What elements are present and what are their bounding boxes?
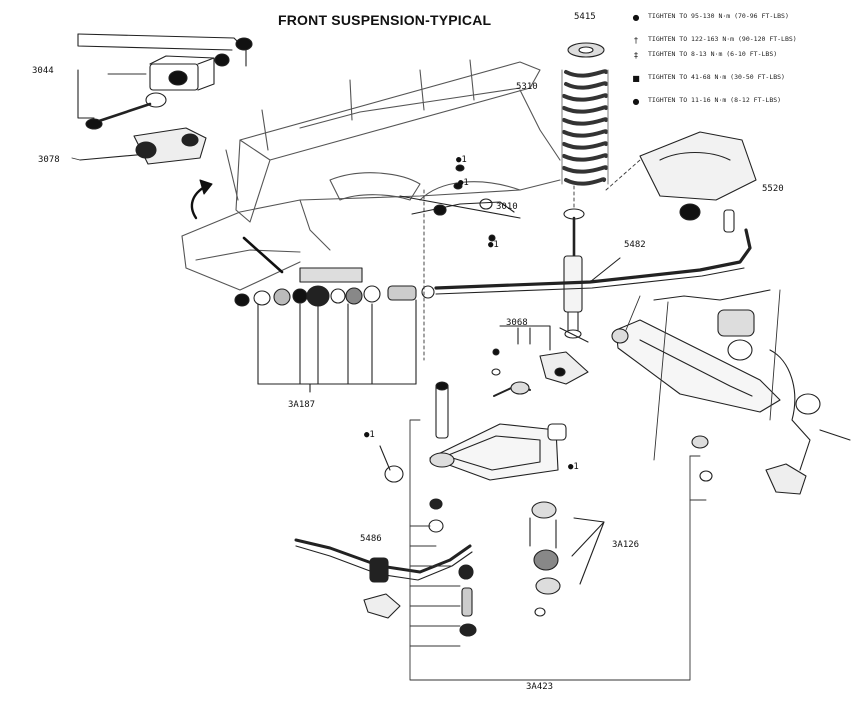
part-label-lower-arm: 3A423 bbox=[526, 682, 554, 692]
legend-text: TIGHTEN TO 41-68 N·m (30-50 FT-LBS) bbox=[648, 73, 785, 81]
legend-text: TIGHTEN TO 11-16 N·m (8-12 FT-LBS) bbox=[648, 96, 782, 104]
upper-control-arm-drawing bbox=[379, 325, 589, 483]
dagger-icon: † bbox=[634, 36, 638, 45]
double-dagger-icon: ‡ bbox=[634, 51, 638, 60]
torque-callout: ●1 bbox=[456, 155, 467, 165]
direction-arrow bbox=[190, 179, 284, 274]
diagram-title: FRONT SUSPENSION-TYPICAL bbox=[278, 12, 492, 28]
leader-lines bbox=[71, 73, 781, 681]
torque-callout: ●1 bbox=[488, 240, 499, 250]
bracket-3044-drawing bbox=[77, 33, 253, 130]
part-label-stabilizer-bar: 5482 bbox=[624, 240, 646, 250]
torque-callout: ●1 bbox=[458, 178, 469, 188]
part-label-ball-joint: 3A126 bbox=[612, 540, 640, 550]
part-label-stabilizer-link: 5486 bbox=[360, 534, 382, 544]
legend-item: † TIGHTEN TO 122-163 N·m (90-120 FT-LBS) bbox=[632, 35, 852, 49]
bracket-3078-drawing bbox=[79, 127, 207, 165]
part-label-bracket-upper: 3044 bbox=[32, 66, 54, 76]
lower-control-arm-drawing bbox=[611, 289, 851, 495]
torque-callout: ●1 bbox=[568, 462, 579, 472]
link-assembly-drawing bbox=[399, 164, 521, 242]
torque-legend: ● TIGHTEN TO 95-130 N·m (70-96 FT-LBS) †… bbox=[632, 12, 852, 119]
bracket-upper-right-drawing bbox=[639, 131, 757, 233]
legend-item: ● TIGHTEN TO 11-16 N·m (8-12 FT-LBS) bbox=[632, 96, 852, 118]
shock-absorber-drawing bbox=[559, 208, 589, 343]
part-label-upper-arm: 3068 bbox=[506, 318, 528, 328]
filled-dot-icon: ● bbox=[632, 13, 640, 22]
part-label-bumper: 5520 bbox=[762, 184, 784, 194]
bushing-row-drawing bbox=[234, 267, 435, 393]
legend-item: ■ TIGHTEN TO 41-68 N·m (30-50 FT-LBS) bbox=[632, 73, 852, 95]
coil-spring-drawing bbox=[561, 42, 609, 186]
part-label-strut-bushing-kit: 3A187 bbox=[288, 400, 316, 410]
legend-text: TIGHTEN TO 122-163 N·m (90-120 FT-LBS) bbox=[648, 35, 797, 43]
sway-bar-link-drawing bbox=[294, 498, 477, 637]
part-label-upper-joint: 3010 bbox=[496, 202, 518, 212]
part-label-spring-insulator: 5415 bbox=[574, 12, 596, 22]
legend-item: ● TIGHTEN TO 95-130 N·m (70-96 FT-LBS) bbox=[632, 12, 852, 34]
filled-square-icon: ■ bbox=[632, 74, 640, 83]
legend-text: TIGHTEN TO 8-13 N·m (6-10 FT-LBS) bbox=[648, 50, 778, 58]
part-label-coil-spring: 5310 bbox=[516, 82, 538, 92]
frame-crossmember bbox=[181, 59, 561, 291]
part-label-bracket-lower: 3078 bbox=[38, 155, 60, 165]
stabilizer-bar-drawing bbox=[434, 228, 752, 295]
arrow-dot-icon: ● bbox=[632, 97, 640, 106]
ball-joint-stack-drawing bbox=[529, 501, 605, 617]
legend-text: TIGHTEN TO 95-130 N·m (70-96 FT-LBS) bbox=[648, 12, 789, 20]
legend-item: ‡ TIGHTEN TO 8-13 N·m (6-10 FT-LBS) bbox=[632, 50, 852, 72]
torque-callout: ●1 bbox=[364, 430, 375, 440]
